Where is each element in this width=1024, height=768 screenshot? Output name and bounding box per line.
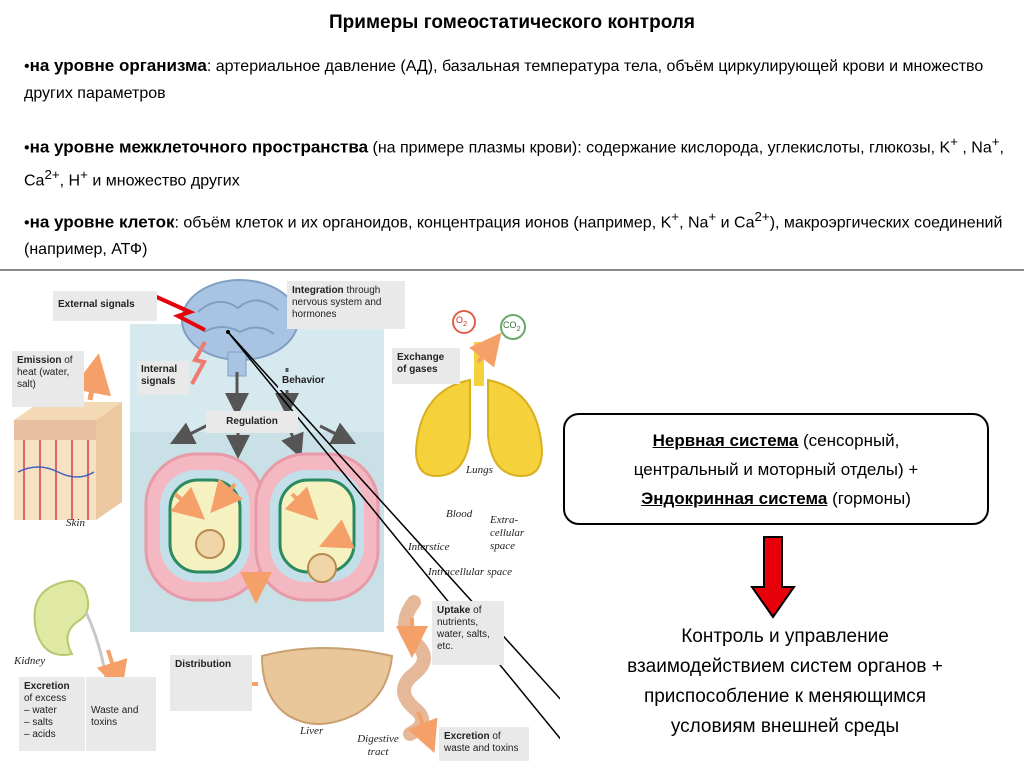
level-text: , H <box>59 172 81 190</box>
control-line: Контроль и управление <box>681 626 889 647</box>
nervous-system-term: Нервная система <box>652 431 799 450</box>
cell-exchange-arrow <box>284 486 319 521</box>
control-line: условиям внешней среды <box>670 716 900 737</box>
o2-bubble <box>452 310 476 334</box>
label-intracellular: Intracellular space <box>428 566 513 578</box>
pointer-line-nervous <box>227 331 560 700</box>
label-integration: Integration through nervous system and h… <box>287 281 405 329</box>
level-text: : артериальное давление (АД), базальная … <box>24 58 984 102</box>
regulation-mid-right-arrow <box>281 429 304 459</box>
result-down-arrow <box>750 536 796 619</box>
emission-arrow <box>71 353 112 401</box>
label-external-signals: External signals <box>53 291 157 321</box>
digestive-excretion-arrow <box>407 711 438 754</box>
systems-box: Нервная система (сенсорный, центральный … <box>563 413 989 525</box>
label-co2: CO2 <box>503 320 521 333</box>
level-text: ), макроэргических соединений (например,… <box>24 214 1003 259</box>
cell-exchange-arrow <box>319 519 355 549</box>
control-line: взаимодействием систем органов + <box>627 656 943 677</box>
cell-right <box>254 452 380 602</box>
pointer-origin <box>226 330 230 334</box>
level-heading: на уровне организма <box>29 56 207 75</box>
page-title: Примеры гомеостатического контроля <box>329 12 695 33</box>
bullet: • <box>24 58 30 75</box>
label-interstice: Interstice <box>408 541 450 553</box>
label-uptake: Uptake of nutrients, water, salts, etc. <box>432 601 504 665</box>
regulation-right-arrow <box>319 422 357 445</box>
level-heading: на уровне клеток <box>29 212 175 232</box>
level-text: , Ca <box>24 139 1004 190</box>
skin-icon <box>14 402 122 520</box>
nervous-system-detail: (сенсорный, <box>798 431 900 450</box>
bullet: • <box>24 214 30 232</box>
label-lungs: Lungs <box>466 464 493 476</box>
label-internal-signals: Internal signals <box>137 361 189 395</box>
control-summary: Контроль и управление взаимодействием си… <box>565 622 1005 742</box>
ion-charge: 2+ <box>754 209 770 224</box>
kidney-icon <box>33 579 90 656</box>
cell-exchange-arrow <box>210 478 244 514</box>
level-text: , Na <box>679 214 709 232</box>
level-organism: •на уровне организма: артериальное давле… <box>24 52 1009 107</box>
label-excretion: Excretion of excess – water – salts – ac… <box>19 677 85 751</box>
cell-exchange-arrow <box>170 486 206 520</box>
label-extracellular: Extra-cellular space <box>490 514 525 552</box>
co2-bubble <box>500 314 526 340</box>
label-exchange-gases: Exchange of gases <box>392 348 460 384</box>
label-waste-toxins: Waste and toxins <box>86 677 156 751</box>
label-distribution: Distribution <box>170 655 252 711</box>
internal-signal-bolt <box>190 341 208 385</box>
liver-icon <box>260 647 394 725</box>
external-signal-bolt <box>149 292 206 332</box>
endocrine-system-term: Эндокринная система <box>641 489 828 508</box>
pointer-line-endocrine <box>227 331 560 740</box>
level-text: : объём клеток и их органоидов, концентр… <box>174 214 672 232</box>
level-heading: на уровне межклеточного пространства <box>29 137 369 157</box>
bullet: • <box>24 139 30 157</box>
regulation-left-arrow <box>169 422 211 445</box>
label-regulation: Regulation <box>206 411 298 433</box>
gas-in-arrow <box>469 332 502 368</box>
level-text: , Na <box>957 139 992 157</box>
endocrine-system-detail: (гормоны) <box>827 489 911 508</box>
nervous-system-detail: центральный и моторный отделы) + <box>633 460 919 479</box>
label-o2: O2 <box>456 315 468 328</box>
ion-charge: + <box>80 167 88 183</box>
level-text: и Ca <box>716 214 755 232</box>
ion-charge: 2+ <box>44 167 60 183</box>
level-cells: •на уровне клеток: объём клеток и их орг… <box>24 203 1009 263</box>
ion-charge: + <box>671 209 680 224</box>
label-excretion-waste: Excretion of waste and toxins <box>439 727 529 761</box>
ion-charge: + <box>991 134 1000 149</box>
level-text: (на примере плазмы крови): содержание ки… <box>368 139 951 157</box>
level-interstitial: •на уровне межклеточного пространства (н… <box>24 128 1009 195</box>
label-emission: Emission of heat (water, salt) <box>12 351 84 407</box>
label-kidney: Kidney <box>14 655 46 667</box>
section-divider <box>0 269 1024 271</box>
label-behavior: Behavior <box>278 372 334 390</box>
label-blood: Blood <box>446 508 473 520</box>
kidney-waste-arrow <box>96 649 128 694</box>
level-text: и множество других <box>87 172 240 190</box>
ureter <box>84 611 108 679</box>
label-skin: Skin <box>66 517 85 529</box>
label-liver: Liver <box>300 725 324 737</box>
label-digestive-tract: Digestive tract <box>357 733 399 758</box>
control-line: приспособление к меняющимся <box>643 686 927 707</box>
ion-charge: + <box>950 134 958 149</box>
cell-left <box>144 452 266 602</box>
ion-charge: + <box>708 209 717 224</box>
